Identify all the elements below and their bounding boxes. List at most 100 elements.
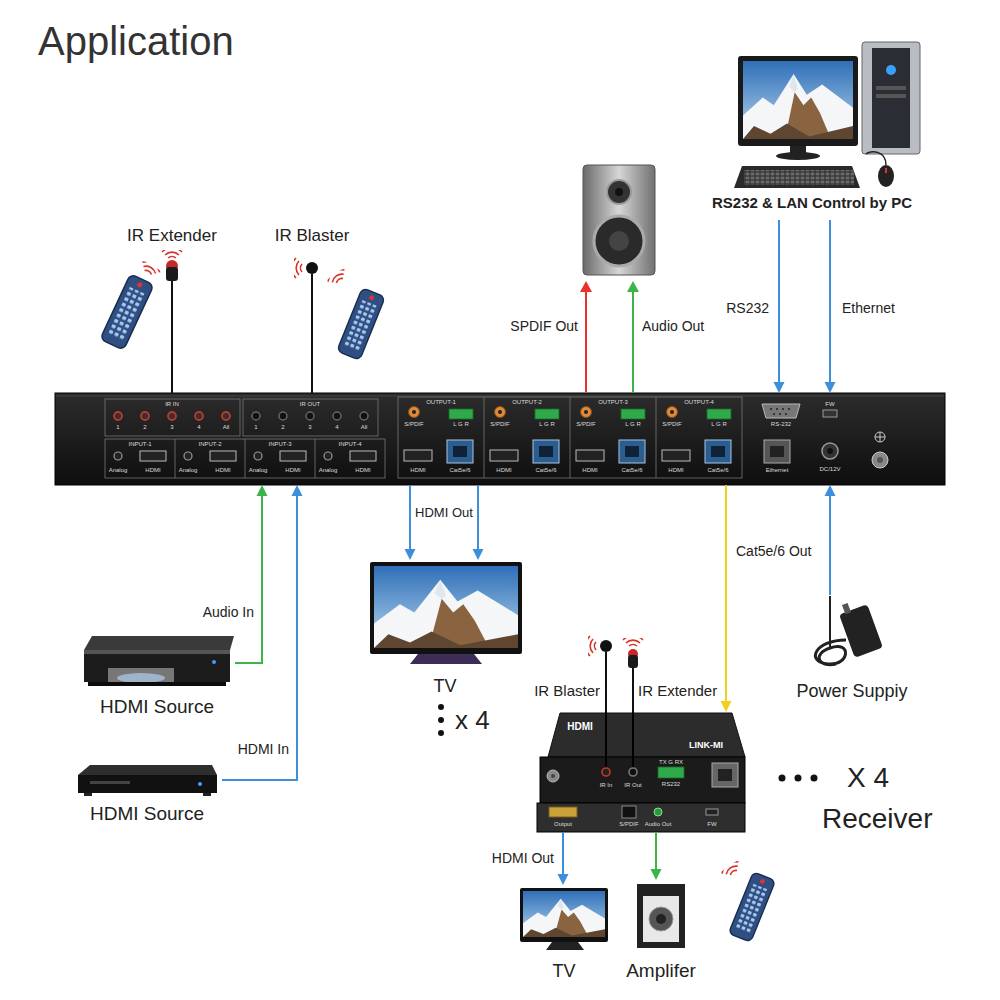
amplifier: Amplifer xyxy=(616,880,712,988)
edge-label: Audio In xyxy=(201,604,256,620)
pc-icon xyxy=(734,42,920,188)
node-text: Analog xyxy=(249,467,268,474)
node-text: HDMI xyxy=(215,467,230,474)
node-text: All xyxy=(361,424,368,431)
annotation-label: SPDIF Out xyxy=(510,318,578,334)
node-text: HDMI xyxy=(285,467,300,474)
node-text: RS232 xyxy=(662,781,680,788)
tv: TV xyxy=(365,560,525,700)
node-text: 4 xyxy=(335,424,338,431)
ir-extender: IR Extender xyxy=(622,636,722,702)
node-text: INPUT-1 xyxy=(128,441,151,448)
node-text: All xyxy=(223,424,230,431)
connector-line xyxy=(655,832,657,871)
arrowhead xyxy=(774,382,785,393)
ir-blaster: IR Blaster xyxy=(262,224,362,296)
arrowhead xyxy=(292,485,303,496)
node-text: S/PDIF xyxy=(662,421,681,428)
ir-extender-icon xyxy=(162,248,182,297)
node-text: 1 xyxy=(254,424,257,431)
node-text: TV xyxy=(552,961,575,982)
node-text: HDMI xyxy=(668,467,683,474)
remote-icon xyxy=(720,859,776,943)
connector xyxy=(606,702,607,712)
annotation-label: Receiver xyxy=(822,803,932,835)
node-text: L G R xyxy=(539,421,554,428)
node-text: IR OUT xyxy=(300,401,320,408)
connector xyxy=(312,296,313,393)
connector-line xyxy=(562,832,564,876)
tv-icon xyxy=(520,888,608,950)
node-text: TV xyxy=(433,676,456,697)
connector xyxy=(222,485,303,780)
ir-extender: IR Extender xyxy=(118,224,226,296)
node-text: RS-232 xyxy=(771,421,791,428)
node-text: Amplifer xyxy=(626,960,696,982)
connector xyxy=(721,485,732,712)
connector xyxy=(651,832,662,880)
node-text: IR Blaster xyxy=(534,682,600,699)
speaker-icon xyxy=(583,165,655,275)
node-text: S/PDIF xyxy=(619,821,638,828)
arrowhead xyxy=(651,869,662,880)
node-text: HDMI xyxy=(145,467,160,474)
hdmi-source: HDMI Source xyxy=(72,758,222,827)
node-text: TX G RX xyxy=(659,759,683,766)
hdmi-source: HDMI Source xyxy=(80,626,235,720)
annotation-label: Audio Out xyxy=(642,318,704,334)
connector xyxy=(473,485,484,560)
node-text: Cat5e/6 xyxy=(707,467,728,474)
arrowhead xyxy=(473,549,484,560)
node-text: IR Out xyxy=(624,782,641,789)
node-text: Analog xyxy=(109,467,128,474)
node-text: HDMI xyxy=(496,467,511,474)
node-text: FW xyxy=(707,821,716,828)
connector-line xyxy=(605,702,607,712)
node-text: OUTPUT-4 xyxy=(684,399,714,406)
connector xyxy=(172,296,173,393)
arrowhead xyxy=(721,701,732,712)
tv-icon xyxy=(370,562,522,736)
node-text: RS232 & LAN Control by PC xyxy=(712,194,912,211)
node-text: INPUT-2 xyxy=(198,441,221,448)
node-text: S/PDIF xyxy=(490,421,509,428)
connector-line xyxy=(222,494,297,780)
matrix-unit xyxy=(55,393,945,485)
audio-arrows xyxy=(580,281,639,392)
power-supply: Power Suppiy xyxy=(780,595,925,707)
node-text: 2 xyxy=(143,424,146,431)
tv: TV xyxy=(512,885,616,989)
connector-line xyxy=(725,485,727,703)
node-text: OUTPUT-2 xyxy=(512,399,542,406)
connector xyxy=(235,485,268,663)
connector-line xyxy=(477,485,479,551)
node-text: HDMI Source xyxy=(90,803,204,825)
node-text: OUTPUT-1 xyxy=(426,399,456,406)
node-text: Cat5e/6 xyxy=(535,467,556,474)
arrowhead xyxy=(825,485,836,496)
remote-icon xyxy=(326,267,386,361)
node-text: INPUT-4 xyxy=(338,441,361,448)
matrix-unit: IR IN1234AllIR OUT1234AllINPUT-1AnalogHD… xyxy=(55,393,945,485)
node-text: L G R xyxy=(711,421,726,428)
node-text: IR Extender xyxy=(127,226,217,246)
node-text: IR In xyxy=(600,782,613,789)
node-text: FW xyxy=(825,401,834,408)
connector xyxy=(825,220,836,393)
node-text: INPUT-3 xyxy=(268,441,291,448)
connector-line xyxy=(171,296,173,393)
connector-line xyxy=(235,494,262,663)
annotation-label: x 4 xyxy=(455,706,490,736)
arrowhead xyxy=(825,382,836,393)
node-text: Analog xyxy=(319,467,338,474)
node-text: Output xyxy=(554,821,572,828)
connector xyxy=(405,485,416,560)
node-text: 2 xyxy=(281,424,284,431)
node-text: HDMI Source xyxy=(100,696,214,718)
connector-line xyxy=(829,494,831,595)
node-text: IR Blaster xyxy=(275,226,350,246)
title: Application xyxy=(38,18,234,64)
annotation-label: X 4 xyxy=(847,762,889,794)
node-text: 3 xyxy=(308,424,311,431)
node-text: L G R xyxy=(625,421,640,428)
